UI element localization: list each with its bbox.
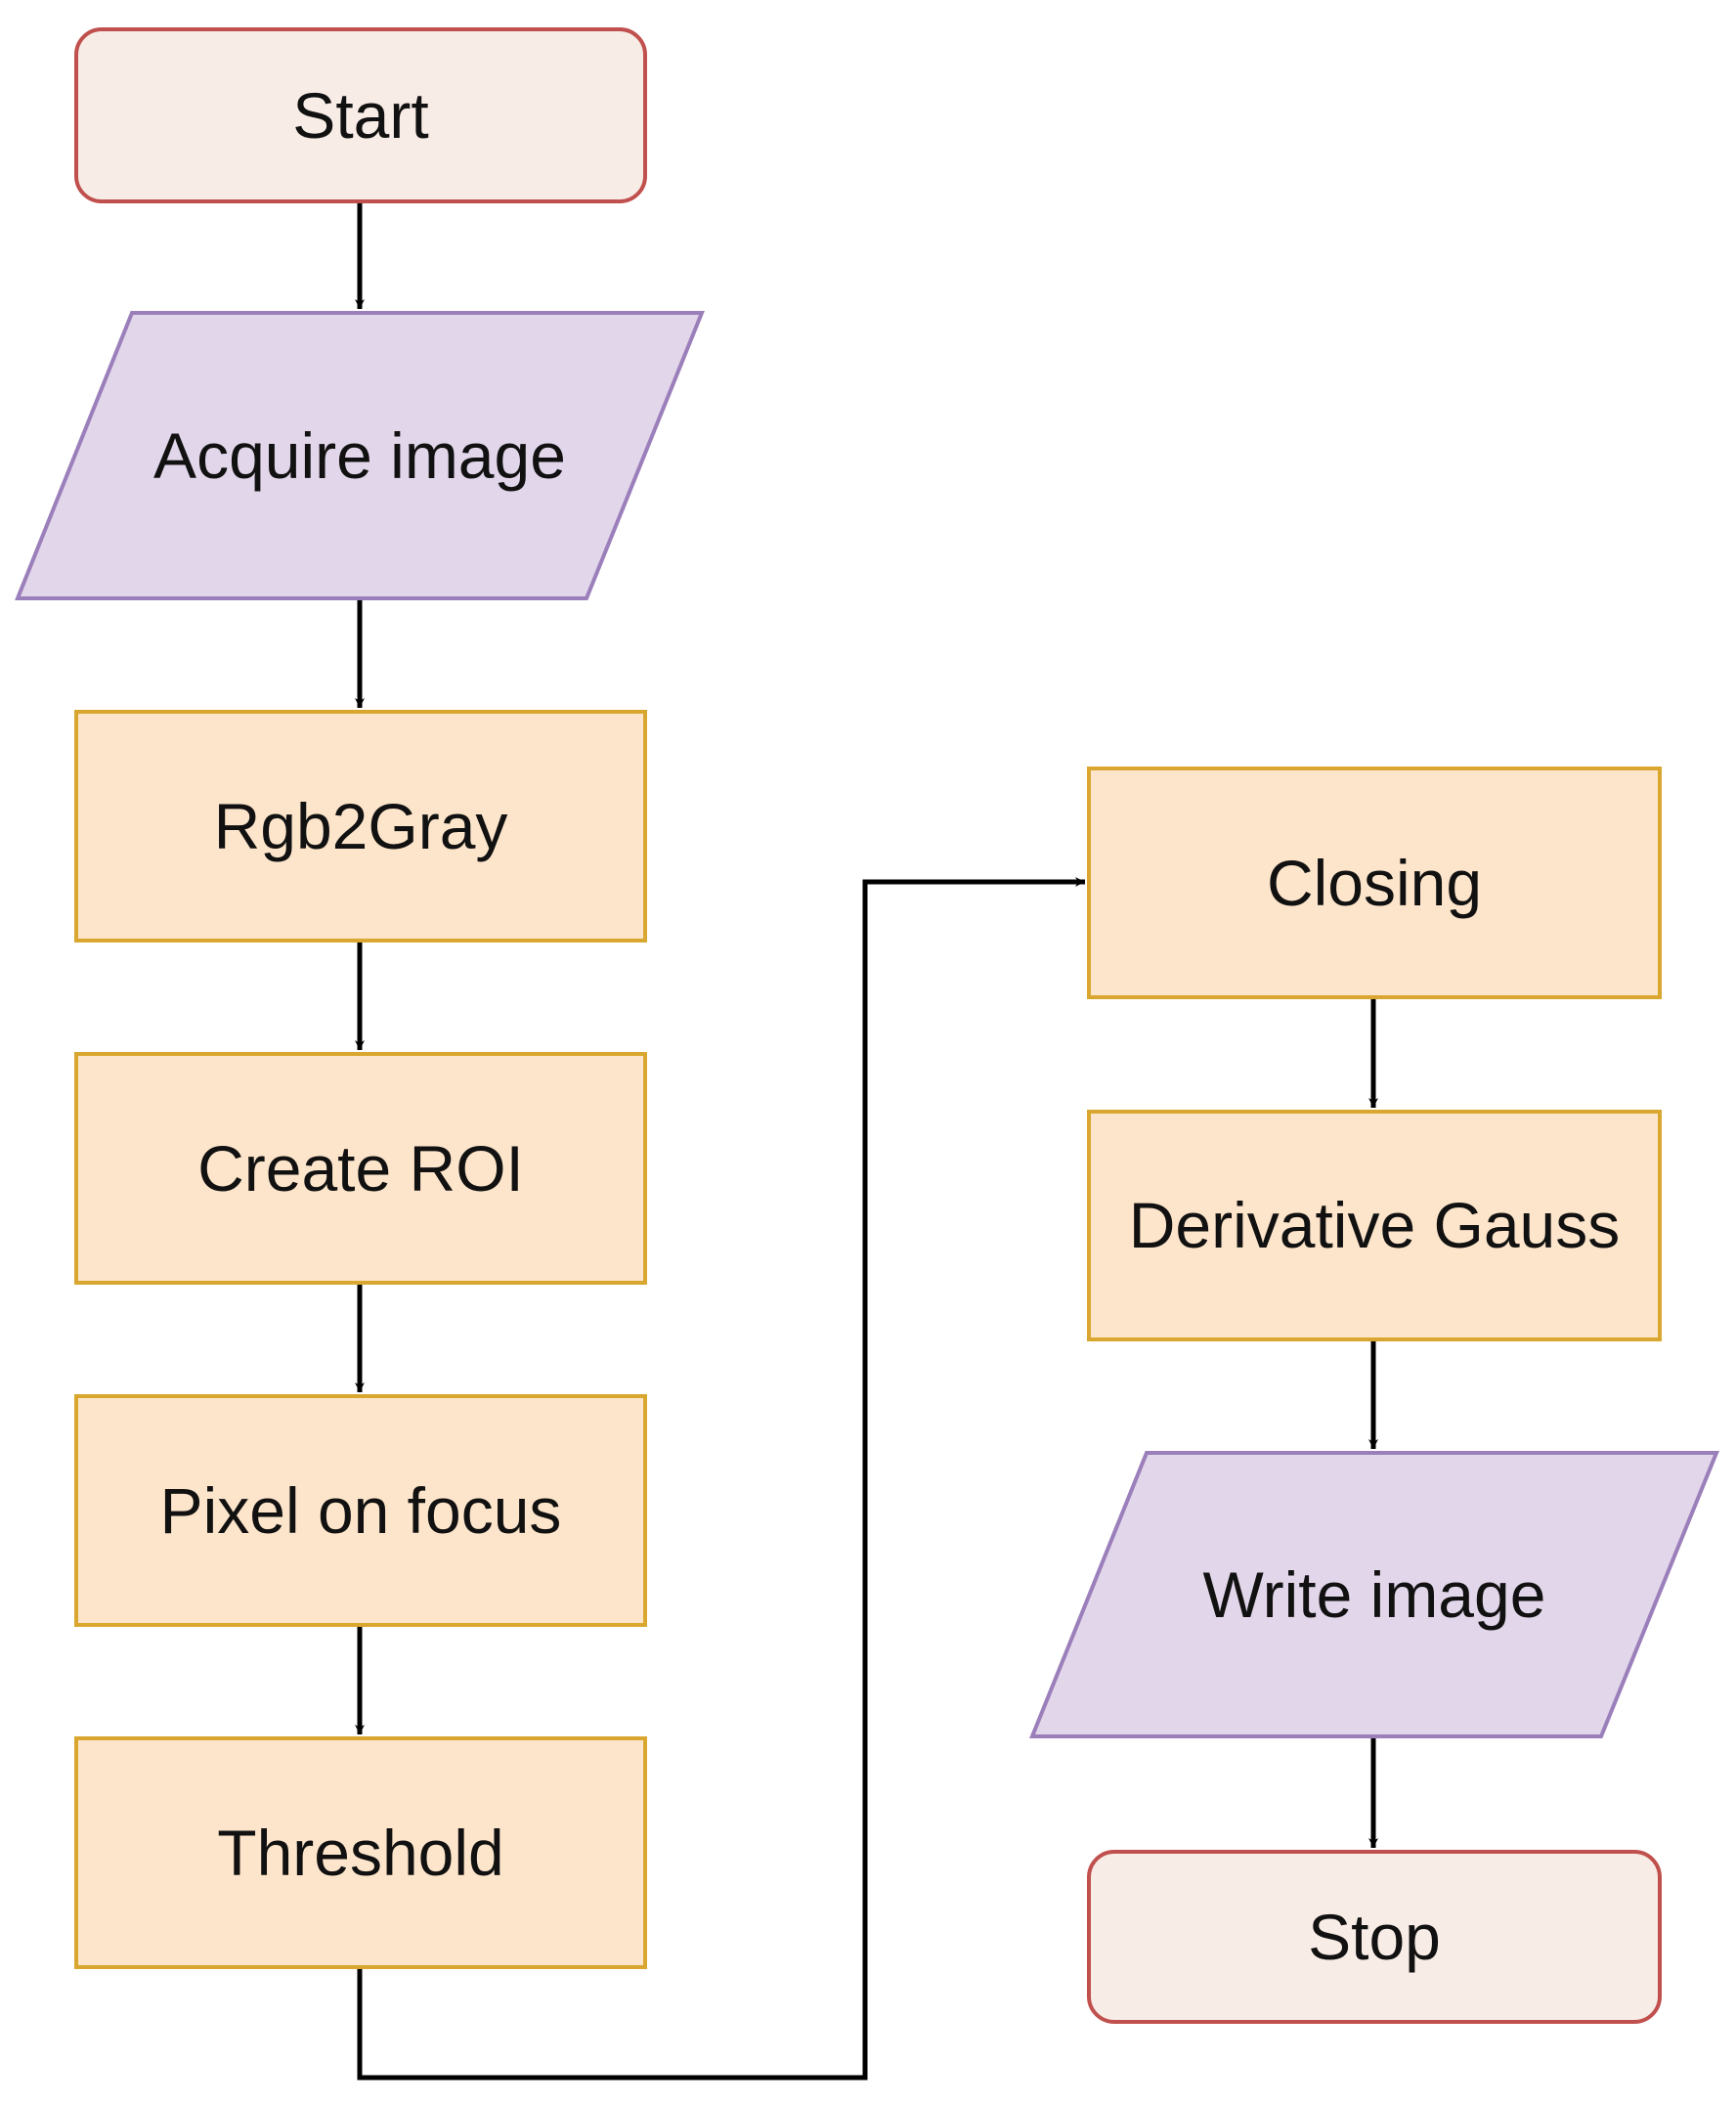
node-threshold: Threshold (74, 1736, 647, 1969)
stop-label: Stop (1308, 1901, 1441, 1973)
threshold-process-shape (74, 1736, 647, 1969)
rgb2gray-process-shape (74, 710, 647, 942)
write-image-label: Write image (1203, 1558, 1546, 1631)
pixel-on-focus-label: Pixel on focus (160, 1474, 562, 1547)
derivative-gauss-label: Derivative Gauss (1129, 1189, 1621, 1261)
pixel-on-focus-process-shape (74, 1394, 647, 1627)
node-start: Start (74, 27, 647, 203)
node-create-roi: Create ROI (74, 1052, 647, 1285)
node-closing: Closing (1087, 767, 1662, 999)
closing-process-shape (1087, 767, 1662, 999)
acquire-image-label: Acquire image (153, 419, 566, 492)
node-derivative-gauss: Derivative Gauss (1087, 1110, 1662, 1341)
node-acquire-image: Acquire image (15, 311, 705, 600)
closing-label: Closing (1267, 847, 1482, 919)
stop-terminal-shape (1087, 1850, 1662, 2024)
connectors (355, 201, 1378, 2081)
node-stop: Stop (1087, 1850, 1662, 2024)
rgb2gray-label: Rgb2Gray (214, 790, 508, 862)
derivative-gauss-process-shape (1087, 1110, 1662, 1341)
node-rgb2gray: Rgb2Gray (74, 710, 647, 942)
start-terminal-shape (74, 27, 647, 203)
write-image-io-shape (1029, 1451, 1719, 1738)
node-write-image: Write image (1029, 1451, 1719, 1738)
start-label: Start (292, 79, 428, 152)
acquire-image-io-shape (15, 311, 705, 600)
edge-threshold-closing (357, 877, 1085, 2081)
node-pixel-on-focus: Pixel on focus (74, 1394, 647, 1627)
create-roi-label: Create ROI (197, 1132, 524, 1205)
threshold-label: Threshold (217, 1817, 504, 1889)
create-roi-process-shape (74, 1052, 647, 1285)
